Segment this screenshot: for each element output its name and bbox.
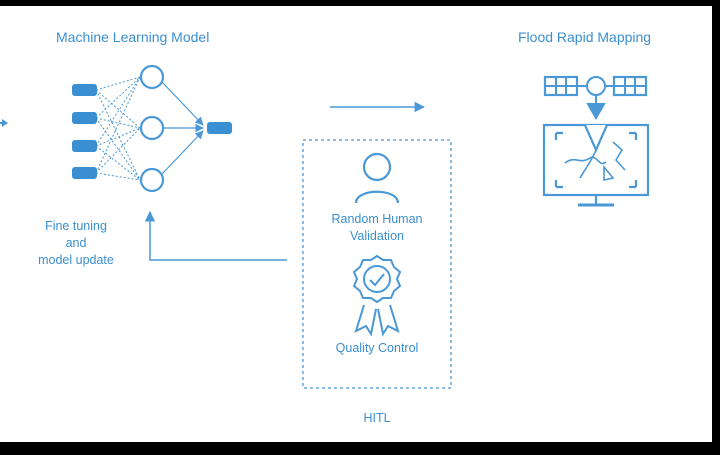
mapping-title: Flood Rapid Mapping [518,29,652,45]
validation-line-1: Random Human [331,212,423,226]
feedback-arrow [144,210,287,261]
quality-control-label: Quality Control [335,341,419,355]
validation-label: Random Human Validation [303,211,451,245]
feedback-line-2: and [65,235,87,250]
validation-line-2: Validation [350,228,404,243]
feedback-label: Fine tuning and model update [24,218,128,269]
incoming-arrow [0,119,8,127]
network-connections [95,76,141,181]
satellite-icon [543,75,648,121]
feedback-line-3: model update [38,252,114,267]
certificate-badge-icon [352,254,402,337]
hidden-nodes [139,64,165,193]
output-connections [161,81,204,175]
hitl-label: HITL [363,411,391,425]
output-node [207,122,232,134]
person-icon [354,152,400,204]
hitl-box [302,139,452,389]
map-monitor-icon [542,123,650,207]
feedback-line-1: Fine tuning [45,219,107,233]
model-title: Machine Learning Model [56,29,210,45]
neural-network-icon [72,64,232,193]
input-nodes [72,84,97,179]
